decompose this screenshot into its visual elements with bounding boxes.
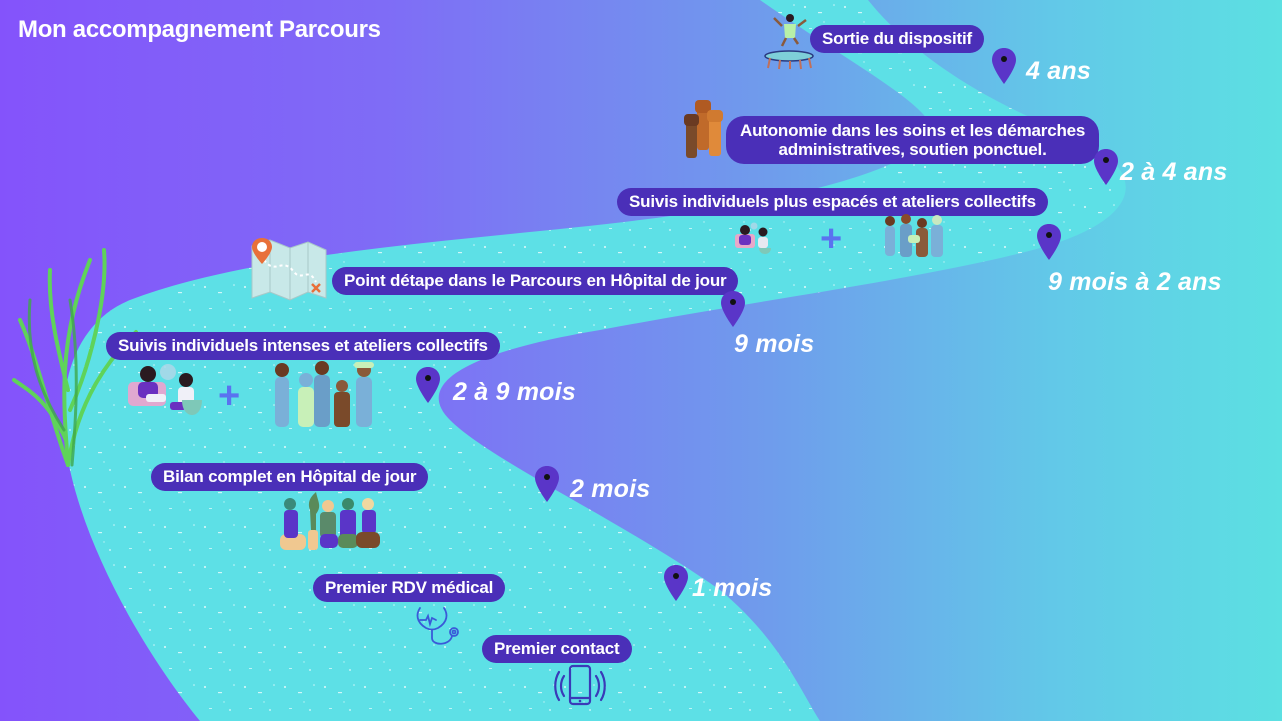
step-label-autonomie-line1: Autonomie dans les soins et les démarche… — [740, 121, 1086, 140]
step-label-suivis-espaces: Suivis individuels plus espacés et ateli… — [617, 188, 1048, 216]
map-pin-icon — [1094, 149, 1118, 185]
step-label-premier-rdv: Premier RDV médical — [313, 574, 506, 602]
stethoscope-icon — [416, 607, 459, 645]
smartphone-icon — [554, 664, 606, 706]
step-time-4-ans: 4 ans — [1026, 57, 1091, 85]
step-time-9-mois: 9 mois — [734, 330, 815, 358]
step-label-premier-contact: Premier contact — [482, 635, 632, 663]
group-women-icon — [885, 214, 943, 257]
step-time-2-4-ans: 2 à 4 ans — [1120, 158, 1228, 186]
step-time-2-mois: 2 mois — [570, 475, 651, 503]
map-pin-icon — [416, 367, 440, 403]
plus-icon: + — [218, 375, 241, 417]
consultation-icon — [735, 222, 771, 254]
step-time-9-mois-2-ans: 9 mois à 2 ans — [1048, 268, 1222, 296]
map-pin-icon — [1037, 224, 1061, 260]
step-label-bilan: Bilan complet en Hôpital de jour — [151, 463, 429, 491]
trampoline-jump-icon — [764, 14, 814, 70]
consultation-icon — [128, 364, 202, 415]
page-title: Mon accompagnement Parcours — [18, 16, 381, 43]
map-icon — [251, 238, 327, 301]
step-label-point-etape: Point détape dans le Parcours en Hôpital… — [332, 267, 739, 295]
step-label-autonomie-line2: administratives, soutien ponctuel. — [778, 140, 1047, 159]
step-time-2-9-mois: 2 à 9 mois — [453, 378, 576, 406]
raised-fists-icon — [684, 100, 723, 158]
map-pin-icon — [721, 291, 745, 327]
step-label-suivis-intenses: Suivis individuels intenses et ateliers … — [106, 332, 500, 360]
step-label-autonomie: Autonomie dans les soins et les démarche… — [726, 116, 1100, 164]
map-pin-icon — [664, 565, 688, 601]
group-sitting-women-icon — [280, 492, 380, 550]
map-pin-icon — [992, 48, 1016, 84]
road-path — [63, 0, 1126, 721]
group-women-icon — [275, 361, 374, 427]
step-label-sortie: Sortie du dispositif — [810, 25, 984, 53]
plus-icon: + — [820, 218, 843, 260]
map-pin-icon — [535, 466, 559, 502]
step-time-1-mois: 1 mois — [692, 574, 773, 602]
plant-icon — [12, 248, 138, 467]
